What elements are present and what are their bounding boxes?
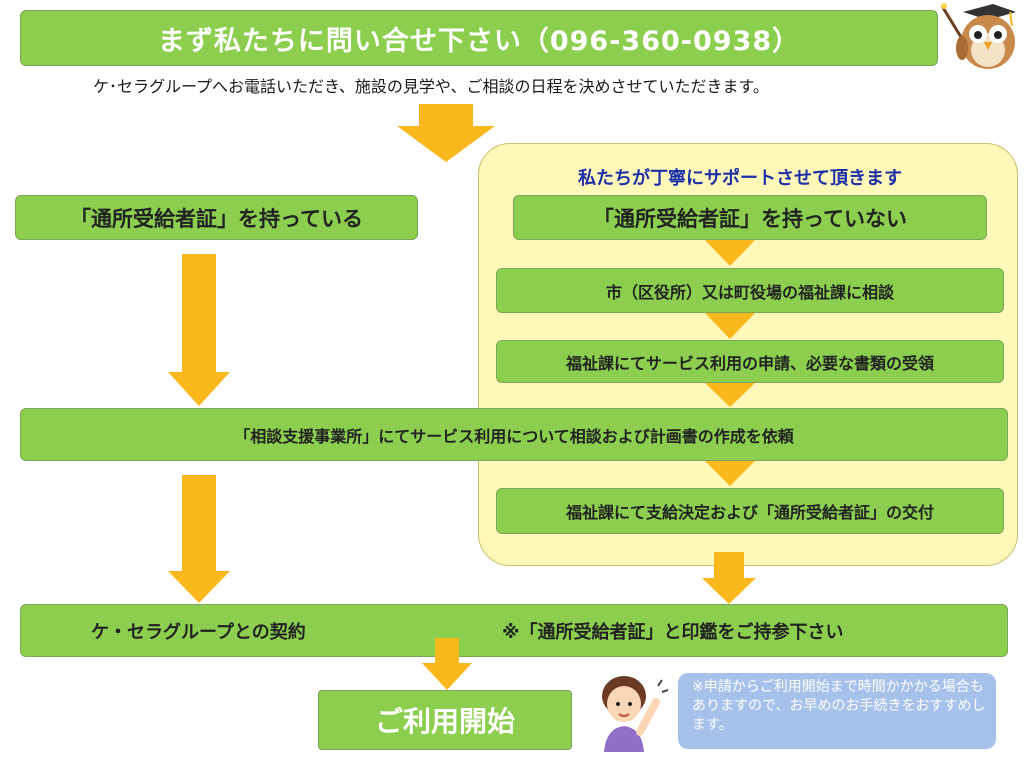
arrow-down-start xyxy=(422,638,472,690)
contract-label: ケ・セラグループとの契約 xyxy=(91,621,306,643)
arrow-down-step2 xyxy=(705,313,755,339)
consultation-office-box: 「相談支援事業所」にてサービス利用について相談および計画書の作成を依頼 xyxy=(20,408,1008,461)
has-certificate-box: 「通所受給者証」を持っている xyxy=(15,195,418,240)
step-apply-service: 福祉課にてサービス利用の申請、必要な書類の受領 xyxy=(496,340,1004,383)
support-panel-title: 私たちが丁寧にサポートさせて頂きます xyxy=(578,168,902,189)
arrow-down-step1 xyxy=(705,240,755,266)
intro-text: ケ･セラグループへお電話いただき、施設の見学や、ご相談の日程を決めさせていただき… xyxy=(93,77,769,96)
step-consult-city-office: 市（区役所）又は町役場の福祉課に相談 xyxy=(496,268,1004,313)
start-service-box: ご利用開始 xyxy=(318,690,572,750)
contract-note: ※「通所受給者証」と印鑑をご持参下さい xyxy=(502,621,844,643)
arrow-down-left-2 xyxy=(168,475,230,603)
step-certificate-issued: 福祉課にて支給決定および「通所受給者証」の交付 xyxy=(496,488,1004,534)
owl-teacher-icon xyxy=(938,2,1018,70)
arrow-down-top xyxy=(397,104,495,162)
arrow-down-step3 xyxy=(705,383,755,407)
arrow-down-right xyxy=(702,552,756,604)
timing-note: ※申請からご利用開始まで時間かかかる場合もありますので、お早めのお手続きをおすす… xyxy=(678,673,996,749)
arrow-down-left-1 xyxy=(168,254,230,406)
no-certificate-box: 「通所受給者証」を持っていない xyxy=(513,195,987,240)
arrow-down-step4 xyxy=(705,461,755,486)
contract-box: ケ・セラグループとの契約 ※「通所受給者証」と印鑑をご持参下さい xyxy=(20,604,1008,657)
page-title: まず私たちに問い合せ下さい（096-360-0938） xyxy=(20,10,938,66)
woman-pointing-icon xyxy=(592,672,669,752)
